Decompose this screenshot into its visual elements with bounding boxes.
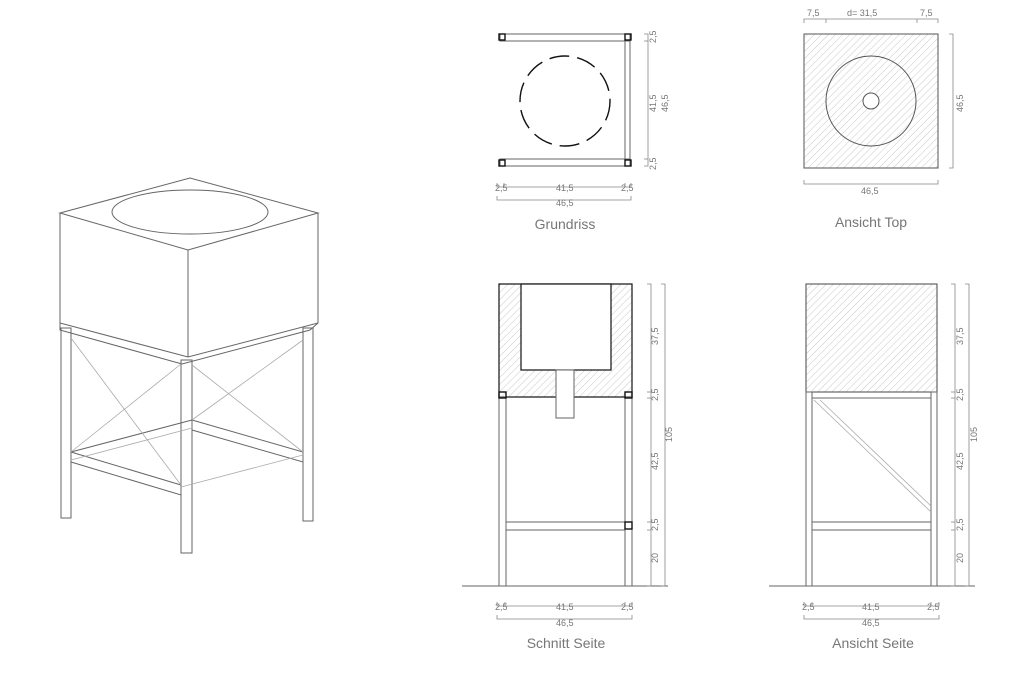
dim-label: 2,5 bbox=[650, 518, 660, 531]
dim-label: d= 31,5 bbox=[847, 8, 877, 18]
dim-label: 41,5 bbox=[862, 602, 880, 612]
dim-label: 2,5 bbox=[621, 602, 634, 612]
dim-label: 2,5 bbox=[648, 30, 658, 43]
view-title: Grundriss bbox=[535, 216, 596, 232]
dim-label: 41,5 bbox=[556, 183, 574, 193]
dim-label: 2,5 bbox=[802, 602, 815, 612]
dim-label: 41,5 bbox=[648, 94, 658, 112]
view-ansicht-seite: 37,5 2,5 42,5 2,5 20 105 2,5 41,5 2,5 46… bbox=[769, 283, 979, 651]
dim-label: 46,5 bbox=[861, 186, 879, 196]
view-title: Schnitt Seite bbox=[527, 635, 606, 651]
dim-label: 2,5 bbox=[495, 183, 508, 193]
dim-label: 37,5 bbox=[955, 327, 965, 345]
dim-label: 2,5 bbox=[648, 157, 658, 170]
view-schnitt-seite: 37,5 2,5 42,5 2,5 20 105 2,5 41,5 2,5 46… bbox=[462, 283, 674, 651]
dim-label: 37,5 bbox=[650, 327, 660, 345]
dim-label: 2,5 bbox=[955, 518, 965, 531]
isometric-view bbox=[58, 177, 320, 554]
dim-label: 2,5 bbox=[495, 602, 508, 612]
dim-label: 46,5 bbox=[556, 198, 574, 208]
dim-label: 46,5 bbox=[955, 94, 965, 112]
dim-label: 2,5 bbox=[927, 602, 940, 612]
dim-label: 20 bbox=[955, 553, 965, 563]
view-title: Ansicht Seite bbox=[832, 635, 914, 651]
dim-label: 46,5 bbox=[862, 618, 880, 628]
dim-label: 41,5 bbox=[556, 602, 574, 612]
dim-label: 2,5 bbox=[650, 388, 660, 401]
dim-label: 7,5 bbox=[807, 8, 820, 18]
view-title: Ansicht Top bbox=[835, 214, 907, 230]
dim-label: 42,5 bbox=[650, 452, 660, 470]
dim-label: 105 bbox=[969, 427, 979, 442]
dim-label: 42,5 bbox=[955, 452, 965, 470]
dim-label: 20 bbox=[650, 553, 660, 563]
dim-label: 105 bbox=[664, 427, 674, 442]
dim-label: 46,5 bbox=[556, 618, 574, 628]
dim-label: 2,5 bbox=[621, 183, 634, 193]
dim-label: 2,5 bbox=[955, 388, 965, 401]
view-grundriss: 2,5 41,5 46,5 2,5 2,5 41,5 2,5 46,5 Grun… bbox=[495, 30, 670, 232]
dim-label: 46,5 bbox=[660, 94, 670, 112]
dim-label: 7,5 bbox=[920, 8, 933, 18]
view-ansicht-top: 7,5 d= 31,5 7,5 46,5 46,5 Ansicht Top bbox=[803, 8, 965, 230]
